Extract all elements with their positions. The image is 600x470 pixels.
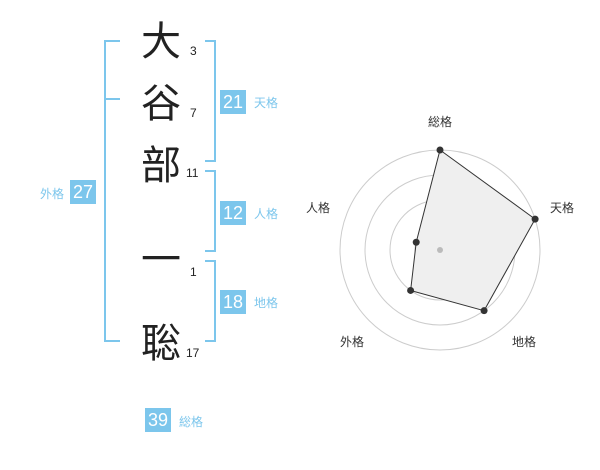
radar-axis-label-2: 天格 [550,200,574,215]
radar-point-4 [407,286,415,294]
radar-center-dot [437,247,443,253]
name-char-2: 谷 [141,81,181,127]
chikaku-value-badge: 18 [220,290,247,314]
radar-axis-label-4: 外格 [340,334,364,349]
gaikaku-bracket-tick [104,98,120,100]
radar-point-3 [480,307,488,315]
soukaku-label: 総格 [179,415,204,429]
stroke-count-3: 11 [186,166,199,180]
stroke-count-1: 3 [190,44,197,58]
tenkaku-label: 天格 [254,96,279,110]
jinkaku-label: 人格 [254,207,279,221]
radar-axis-label-5: 人格 [306,200,330,215]
radar-axis-label-1: 総格 [428,114,452,129]
gaikaku-bracket [104,40,120,342]
stroke-count-5: 17 [186,346,200,360]
radar-point-5 [412,238,420,246]
gaikaku-value-badge: 27 [70,180,97,204]
stroke-count-4: 1 [190,265,197,279]
chikaku-bracket [205,260,216,342]
chikaku-label: 地格 [254,296,279,310]
name-char-5: 聡 [141,321,181,367]
name-char-4: 一 [141,237,181,283]
name-char-1: 大 [141,19,181,65]
tenkaku-bracket [205,40,216,162]
radar-point-1 [436,146,444,154]
radar-data-polygon [410,149,536,312]
soukaku-value-badge: 39 [145,408,172,432]
stroke-count-2: 7 [190,106,197,120]
gaikaku-label: 外格 [40,187,65,201]
tenkaku-value-badge: 21 [220,90,247,114]
jinkaku-bracket [205,170,216,252]
name-char-3: 部 [141,143,181,189]
radar-point-2 [531,215,539,223]
jinkaku-value-badge: 12 [220,201,247,225]
radar-axis-label-3: 地格 [512,334,536,349]
